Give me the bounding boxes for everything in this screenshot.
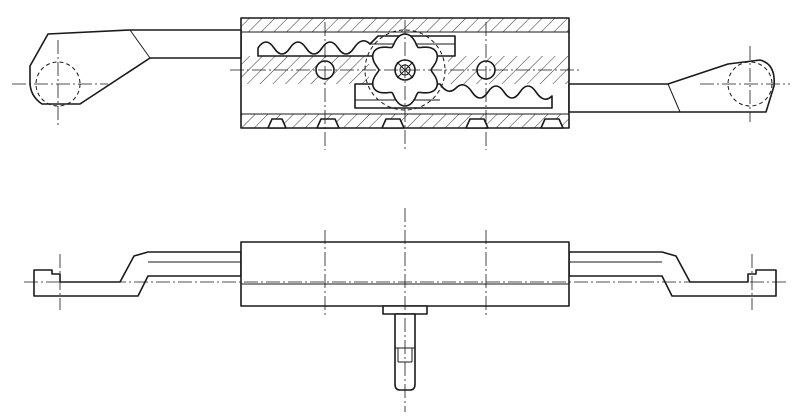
left-arm-profile [33,251,242,297]
right-arm-profile [568,251,777,297]
left-arm [29,29,242,107]
elevation-view [24,208,786,412]
centerlines-bottom [24,208,786,412]
sectional-view [12,17,790,150]
centerlines-top [12,20,790,150]
right-arm [568,59,776,113]
